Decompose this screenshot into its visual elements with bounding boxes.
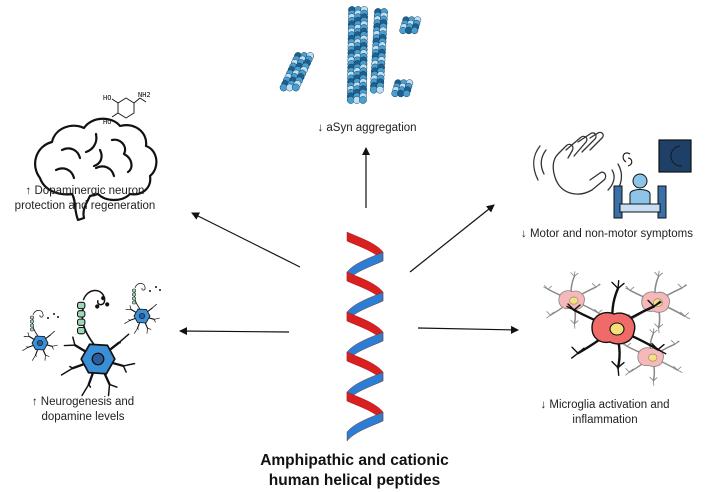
chem-ho-bottom: HO <box>103 118 111 126</box>
fibril-small-bottom <box>391 79 414 98</box>
myelin-segment <box>30 319 34 324</box>
axon-terminal <box>105 302 110 307</box>
asyn-fibril-icon <box>279 6 422 104</box>
arrows <box>179 147 519 336</box>
axon-terminal <box>95 304 100 309</box>
label-asyn-aggregation: ↓ aSyn aggregation <box>317 122 417 134</box>
fibril-unit <box>402 89 411 98</box>
myelin-segment <box>132 296 136 301</box>
label-neurogenesis: ↑ Neurogenesis and dopamine levels <box>8 395 158 425</box>
label-microglia-line2: inflammation <box>572 414 638 426</box>
axon-terminal <box>57 316 59 318</box>
sleepless-person-icon <box>613 152 667 219</box>
label-dopaminergic-line1: ↑ Dopaminergic neuron <box>25 185 145 197</box>
fibril-unit <box>291 83 300 92</box>
brain-icon <box>34 117 158 222</box>
myelin-segment <box>77 318 86 326</box>
label-neurogenesis-line1: ↑ Neurogenesis and <box>31 396 135 408</box>
label-microglia-line1: ↓ Microglia activation and <box>540 399 670 411</box>
myelin-segment <box>132 300 136 305</box>
neuron-group-icon <box>22 283 161 397</box>
axon-terminal <box>149 290 151 292</box>
myelin-segment <box>132 288 136 293</box>
fibril-unit <box>410 26 419 35</box>
dopamine-molecule-icon: HO NH2 HO <box>103 91 151 126</box>
arrow-to-motor <box>409 204 495 273</box>
myelin-segment <box>77 301 86 310</box>
fibril-unit <box>376 85 384 94</box>
neuron-small-right <box>124 283 161 334</box>
label-dopaminergic-protection: ↑ Dopaminergic neuron protection and reg… <box>0 184 170 214</box>
fibril-small-top <box>399 16 422 35</box>
microglia-nucleus <box>569 296 579 305</box>
label-motor-symptoms: ↓ Motor and non-motor symptoms <box>521 228 693 240</box>
label-dopaminergic-line2: protection and regeneration <box>14 200 156 212</box>
center-title: Amphipathic and cationic human helical p… <box>200 451 509 491</box>
axon-terminal <box>47 317 49 319</box>
myelin-segment <box>30 327 34 332</box>
chem-nh2: NH2 <box>138 91 151 99</box>
center-title-line1: Amphipathic and cationic <box>260 452 449 469</box>
axon-terminal <box>101 296 106 301</box>
microglia-front <box>566 280 667 376</box>
center-title-line2: human helical peptides <box>268 472 441 489</box>
fibril-unit <box>359 96 367 104</box>
neuron-small-left <box>22 310 59 361</box>
axon-terminal <box>159 289 161 291</box>
myelin-segment <box>77 326 86 335</box>
microglia-nucleus <box>609 322 625 336</box>
axon-terminal <box>155 286 157 288</box>
helical-peptide-icon <box>346 231 384 442</box>
neuron-large <box>60 289 136 397</box>
arrow-to-dopaminergic <box>191 212 301 268</box>
chem-ho-top: HO <box>103 94 111 102</box>
neuron-nucleus <box>36 339 44 347</box>
fibril-diagonal <box>279 52 315 92</box>
myelin-segment <box>77 310 86 318</box>
fibril-tall <box>369 8 388 94</box>
myelin-segment <box>132 292 136 297</box>
fibril-long <box>346 6 369 104</box>
neuron-nucleus <box>138 312 146 320</box>
myelin-segment <box>30 315 34 320</box>
moon-icon <box>658 139 692 173</box>
arrow-to-neurogenesis <box>179 327 290 336</box>
helix-band <box>346 411 384 442</box>
arrow-to-microglia <box>417 325 519 334</box>
microglia-back-bottom <box>622 328 683 386</box>
label-microglia-activation: ↓ Microglia activation and inflammation <box>520 398 690 428</box>
neuron-nucleus <box>91 352 105 366</box>
microglia-back-left <box>543 271 604 329</box>
microglia-nucleus <box>648 353 658 362</box>
label-neurogenesis-line2: dopamine levels <box>41 411 125 423</box>
axon-terminal <box>53 313 55 315</box>
microglia-icon <box>543 270 691 386</box>
myelin-segment <box>30 323 34 328</box>
tremor-hand-icon <box>533 131 623 195</box>
